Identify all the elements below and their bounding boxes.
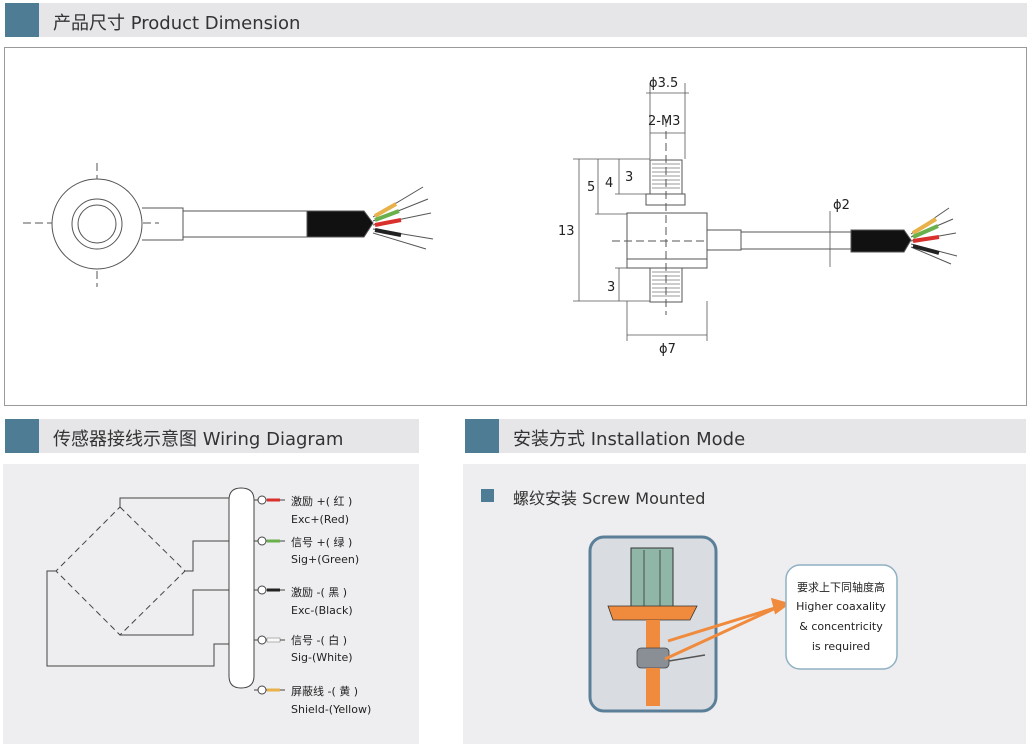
install-panel: 螺纹安装 Screw Mounted 要求上下同轴度高 Higher co xyxy=(463,464,1026,744)
dimension-panel: ϕ3.5 2-M3 5 4 3 13 3 ϕ2 ϕ7 xyxy=(4,47,1027,406)
install-illustration: 要求上下同轴度高 Higher coaxality & concentricit… xyxy=(588,535,898,713)
wire-label-cn: 信号 +( 绿 ) xyxy=(291,535,352,549)
wiring-title: 传感器接线示意图 Wiring Diagram xyxy=(53,429,344,450)
dim-thread: 2-M3 xyxy=(648,114,680,129)
install-title: 安装方式 Installation Mode xyxy=(513,429,746,450)
wire-label-en: Shield-(Yellow) xyxy=(291,703,371,716)
wire-label-cn: 屏蔽线 -( 黄 ) xyxy=(291,684,358,698)
wire-label-cn: 激励 +( 红 ) xyxy=(291,494,352,508)
dimension-lines xyxy=(573,83,831,341)
sensor-assembly xyxy=(636,620,706,706)
dim-5: 5 xyxy=(587,180,595,195)
wire-label-cn: 激励 -( 黑 ) xyxy=(291,585,347,599)
dim-13: 13 xyxy=(558,224,575,239)
top-view xyxy=(23,163,434,287)
dim-4: 4 xyxy=(605,176,613,191)
dim-3-top: 3 xyxy=(625,170,633,185)
terminal-sig-minus xyxy=(257,635,285,645)
dimension-header: 产品尺寸 Product Dimension xyxy=(5,3,1027,37)
dim-diameter-cable: ϕ2 xyxy=(833,198,850,213)
section-marker xyxy=(5,3,39,37)
callout-line: Higher coaxality xyxy=(796,600,886,613)
wire-label-en: Sig+(Green) xyxy=(291,553,359,566)
wire-label-en: Exc-(Black) xyxy=(291,604,353,617)
callout-line: & concentricity xyxy=(799,620,883,633)
terminal-shield xyxy=(257,685,285,695)
requirement-callout xyxy=(785,564,898,670)
section-marker xyxy=(465,419,499,453)
dimension-title: 产品尺寸 Product Dimension xyxy=(53,13,301,34)
dim-3-bottom: 3 xyxy=(607,280,615,295)
side-view xyxy=(612,119,958,315)
dim-diameter-body: ϕ7 xyxy=(659,342,676,357)
wire-label-cn: 信号 -( 白 ) xyxy=(291,633,347,647)
wire-label-en: Exc+(Red) xyxy=(291,513,349,526)
bullet-square xyxy=(481,489,494,502)
wiring-panel: 激励 +( 红 ) Exc+(Red) 信号 +( 绿 ) Sig+(Green… xyxy=(3,464,419,744)
install-method: 螺纹安装 Screw Mounted xyxy=(513,489,706,508)
callout-line: is required xyxy=(812,640,870,653)
wire-terminals xyxy=(257,495,285,695)
install-header: 安装方式 Installation Mode xyxy=(465,419,1026,453)
wire-label-en: Sig-(White) xyxy=(291,651,353,664)
wiring-diagram: 激励 +( 红 ) Exc+(Red) 信号 +( 绿 ) Sig+(Green… xyxy=(46,487,371,716)
wiring-header: 传感器接线示意图 Wiring Diagram xyxy=(5,419,419,453)
callout-line: 要求上下同轴度高 xyxy=(797,580,885,594)
section-marker xyxy=(5,419,39,453)
terminal-exc-minus xyxy=(257,585,285,595)
terminal-exc-plus xyxy=(257,495,285,505)
dimension-drawing: ϕ3.5 2-M3 5 4 3 13 3 ϕ2 ϕ7 xyxy=(23,76,958,357)
pointer-arrows xyxy=(664,597,791,661)
dim-diameter-top: ϕ3.5 xyxy=(649,76,678,91)
terminal-sig-plus xyxy=(257,536,285,546)
upper-fixture xyxy=(607,547,698,621)
